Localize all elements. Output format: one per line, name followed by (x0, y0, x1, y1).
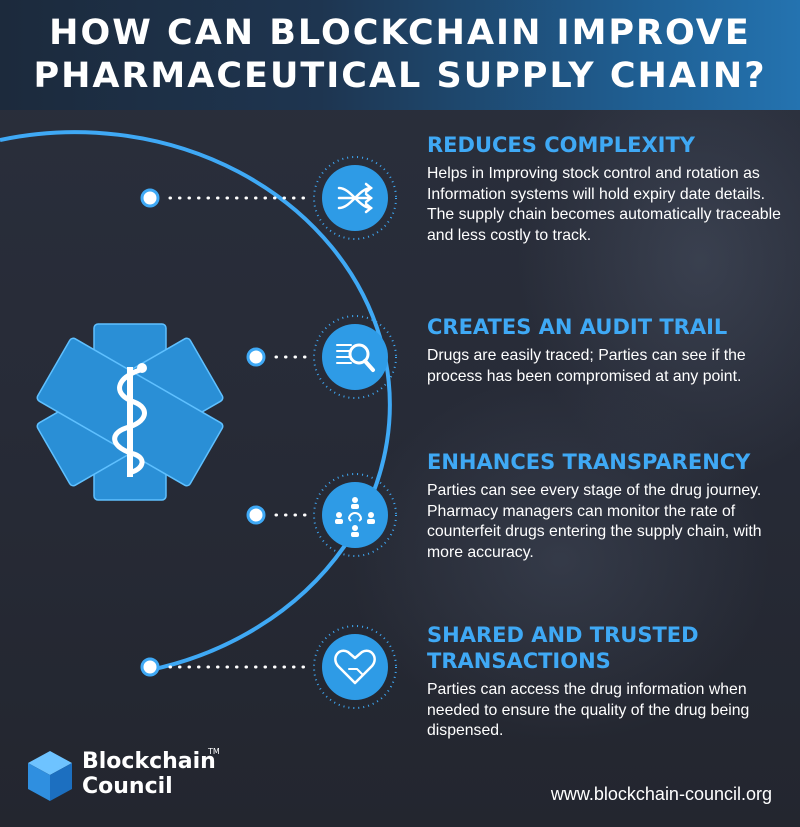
section-transparency: ENHANCES TRANSPARENCY Parties can see ev… (427, 449, 787, 563)
section-reduces-complexity: REDUCES COMPLEXITY Helps in Improving st… (427, 132, 787, 246)
flow-arrows-icon (313, 156, 397, 240)
timeline-node-3 (246, 505, 266, 525)
section-title: REDUCES COMPLEXITY (427, 133, 696, 157)
section-body: Drugs are easily traced; Parties can see… (427, 347, 746, 385)
star-of-life-icon (36, 323, 224, 501)
section-title: CREATES AN AUDIT TRAIL (427, 315, 728, 339)
section-body: Helps in Improving stock control and rot… (427, 165, 781, 244)
magnifier-document-icon (313, 315, 397, 399)
title-line-1: HOW CAN BLOCKCHAIN IMPROVE (49, 13, 751, 53)
timeline-node-4 (140, 657, 160, 677)
website-url[interactable]: www.blockchain-council.org (550, 784, 772, 804)
blockchain-cube-logo (28, 751, 72, 801)
people-network-icon (313, 473, 397, 557)
logo-line-1: Blockchain (82, 749, 216, 774)
section-title-line-1: SHARED AND TRUSTED (427, 623, 699, 647)
logo-line-2: Council (82, 774, 173, 799)
trademark-mark: TM (208, 747, 220, 756)
timeline-node-2 (246, 347, 266, 367)
blockchain-council-logo: Blockchain Council TM (22, 747, 222, 807)
section-body: Parties can see every stage of the drug … (427, 482, 762, 561)
section-audit-trail: CREATES AN AUDIT TRAIL Drugs are easily … (427, 314, 787, 387)
heart-hands-icon (313, 625, 397, 709)
section-title-line-2: TRANSACTIONS (427, 649, 611, 673)
logo-text: Blockchain Council (82, 749, 216, 799)
section-title: ENHANCES TRANSPARENCY (427, 450, 751, 474)
timeline-node-1 (140, 188, 160, 208)
header-banner: HOW CAN BLOCKCHAIN IMPROVE PHARMACEUTICA… (0, 0, 800, 110)
title-line-2: PHARMACEUTICAL SUPPLY CHAIN? (33, 56, 767, 96)
section-body: Parties can access the drug information … (427, 681, 750, 739)
